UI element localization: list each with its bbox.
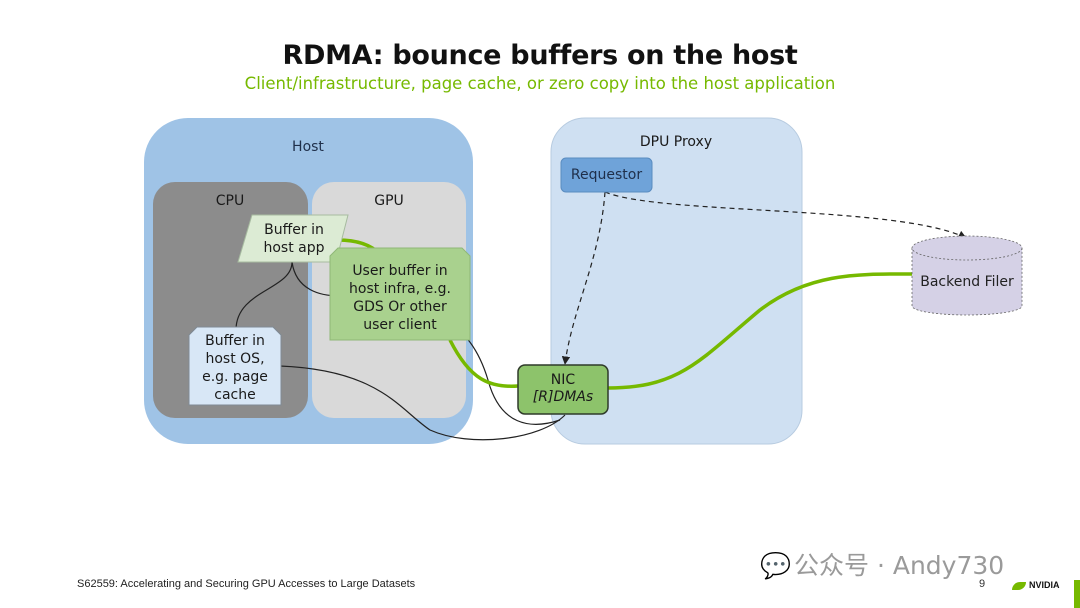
requestor-shape [560,157,653,193]
cpu-label: CPU [215,193,245,209]
user-buffer-shape [329,247,471,341]
dpu-proxy-container [550,117,803,445]
nic-label: NIC [R]DMAs [532,372,594,405]
data-path-user-to-nic [448,339,519,389]
requestor-label: Requestor [570,167,643,183]
data-path-nic-to-filer [607,272,916,390]
accent-bar [1074,580,1080,608]
wechat-icon: 💬 [760,551,792,580]
slide-title: RDMA: bounce buffers on the host [282,40,798,71]
host-label: Host [292,139,324,155]
footer-text: S62559: Accelerating and Securing GPU Ac… [77,578,416,590]
dashed-requestor-to-nic [561,191,606,365]
slide-subtitle: Client/infrastructure, page cache, or ze… [244,74,836,93]
dpu-proxy-label: DPU Proxy [639,134,713,150]
nic-shape [517,364,609,415]
dashed-requestor-to-filer [604,191,967,239]
connector-app-to-os [235,261,293,331]
buffer-host-os-label: Buffer in host OS, e.g. page cache [202,333,268,403]
user-buffer-label: User buffer in host infra, e.g. GDS Or o… [349,263,451,333]
buffer-host-os-shape [188,326,282,406]
nvidia-eye-icon [1012,581,1026,590]
backend-filer-label: Backend Filer [920,274,1014,290]
buffer-host-app-label: Buffer in host app [263,222,325,256]
gpu-label: GPU [374,193,404,209]
nvidia-logo: NVIDIA [1012,580,1060,590]
page-number: 9 [979,578,986,590]
backend-filer-shape [911,235,1023,316]
watermark: 💬公众号 · Andy730 [760,551,1005,580]
connector-os-to-nic [279,365,566,441]
